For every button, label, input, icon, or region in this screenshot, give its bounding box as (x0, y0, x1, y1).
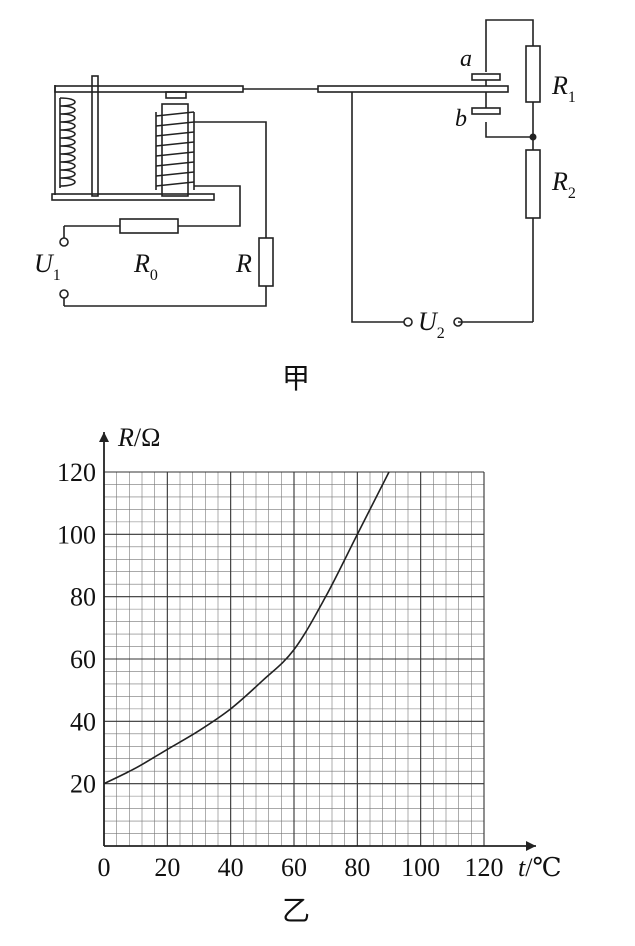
label-r2: R2 (551, 167, 576, 202)
y-tick-label: 80 (70, 583, 96, 612)
resistor-r (258, 237, 274, 287)
y-tick-label: 60 (70, 645, 96, 674)
x-tick-label: 0 (98, 853, 111, 882)
spring-coil (54, 85, 76, 195)
contact-a (471, 73, 501, 81)
label-r1: R1 (551, 71, 576, 106)
x-tick-label: 60 (281, 853, 307, 882)
electromagnet (155, 103, 195, 197)
resistor-r1 (525, 45, 541, 103)
grid-major (103, 471, 485, 847)
x-axis-label: t/℃ (518, 853, 562, 882)
label-contact-b: b (455, 106, 467, 132)
x-tick-label: 80 (344, 853, 370, 882)
y-tick-label: 20 (70, 770, 96, 799)
armature-lever (54, 85, 509, 99)
x-axis-arrow (526, 841, 536, 851)
tick-labels: 0 20 40 60 80 100 120 20 40 60 80 100 120 (57, 458, 504, 882)
label-r0: R0 (133, 249, 158, 284)
label-u2: U2 (418, 307, 445, 342)
resistance-temperature-chart: 0 20 40 60 80 100 120 20 40 60 80 100 120 R/Ω t/℃ 乙 (57, 423, 562, 927)
y-axis-arrow (99, 432, 109, 442)
lever-post (91, 75, 99, 197)
relay-base (51, 193, 215, 201)
label-u1: U1 (34, 249, 61, 284)
x-tick-label: 20 (154, 853, 180, 882)
y-tick-label: 120 (57, 458, 96, 487)
terminal-u2-left (403, 317, 413, 327)
junction-dot (529, 133, 537, 141)
y-axis-label: R/Ω (117, 423, 160, 452)
resistor-r2 (525, 149, 541, 219)
resistance-curve (103, 471, 390, 785)
y-tick-label: 100 (57, 520, 96, 549)
caption-figure-a: 甲 (282, 362, 310, 395)
terminal-u2-right (453, 317, 463, 327)
working-circuit-wires (351, 19, 534, 323)
terminal-u1-top (59, 237, 69, 247)
control-circuit-wires (63, 121, 267, 307)
x-tick-label: 40 (218, 853, 244, 882)
resistor-r0 (119, 218, 179, 234)
label-r: R (235, 249, 252, 278)
chart-axes (99, 432, 536, 851)
contact-b (471, 107, 501, 115)
terminal-u1-bottom (59, 289, 69, 299)
x-tick-label: 100 (401, 853, 440, 882)
y-tick-label: 40 (70, 707, 96, 736)
x-tick-label: 120 (465, 853, 504, 882)
label-contact-a: a (460, 46, 472, 72)
relay-circuit-diagram: R0 R U1 a b R1 (34, 19, 576, 395)
caption-figure-b: 乙 (282, 894, 310, 927)
